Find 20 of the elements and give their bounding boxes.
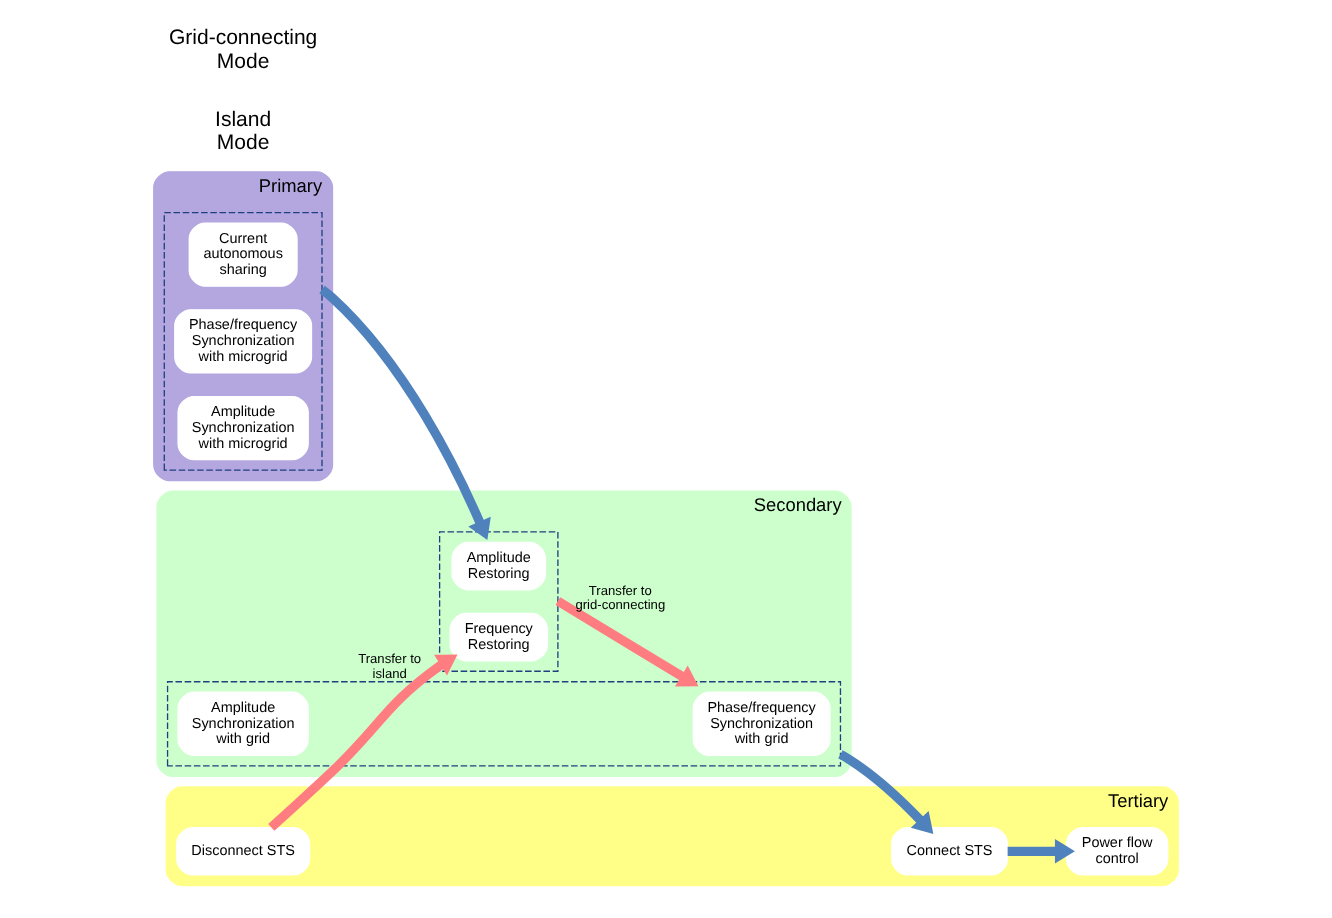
cluster — [438, 531, 559, 672]
arrow — [555, 597, 699, 687]
node-box: Frequency Restoring — [449, 612, 549, 662]
cluster — [166, 681, 842, 767]
cluster — [163, 211, 323, 471]
node-box: Amplitude Synchronization with grid — [177, 691, 309, 756]
node-box: Amplitude Restoring — [451, 541, 547, 591]
arrow — [268, 654, 458, 831]
node-box: Amplitude Synchronization with microgrid — [177, 395, 309, 461]
node-box: Current autonomous sharing — [188, 222, 298, 287]
node-box: Power flow control — [1065, 827, 1169, 876]
node-box: Phase/frequency Synchronization with microgrid — [174, 309, 313, 374]
node-box: Connect STS — [891, 827, 1009, 876]
label: Grid-connecting Mode — [169, 26, 318, 74]
node-box: Disconnect STS — [176, 827, 311, 876]
arrow — [1007, 839, 1075, 864]
arrow — [838, 750, 934, 834]
arrow — [319, 285, 491, 541]
node-box: Phase/frequency Synchronization with grid — [692, 691, 831, 756]
label: Island Mode — [215, 107, 272, 156]
